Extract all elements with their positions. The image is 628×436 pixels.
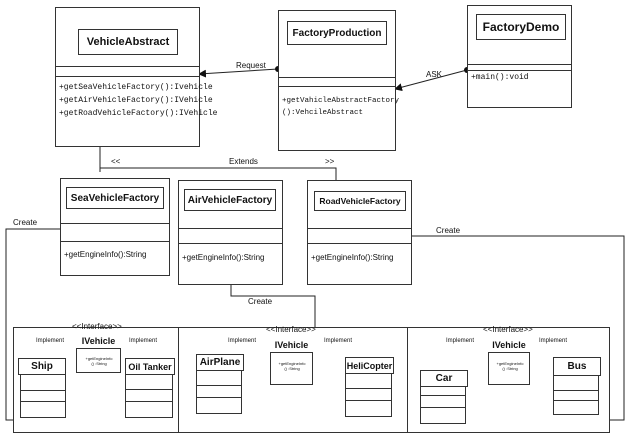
- vehicle-abstract-method-2: +getAirVehicleFactory():IVehicle: [59, 96, 213, 105]
- ivehicle-title-2: IVehicle: [270, 337, 313, 352]
- ivehicle-interface-3[interactable]: IVehicle +getEngineInfo () :String: [488, 337, 530, 385]
- air-vehicle-factory-title: AirVehicleFactory: [184, 189, 276, 211]
- implement-label-1a: Implement: [36, 338, 65, 344]
- ivehicle-method-1: +getEngineInfo () :String: [85, 356, 113, 366]
- oil-tanker-title: Oil Tanker: [125, 358, 175, 375]
- implement-label-3a: Implement: [446, 338, 475, 344]
- ivehicle-method-2: +getEngineInfo () :String: [278, 361, 306, 371]
- request-connector: [198, 68, 279, 78]
- vehicle-abstract-title: VehicleAbstract: [78, 29, 178, 55]
- implement-label-1b: Implement: [129, 338, 158, 344]
- car-class[interactable]: Car: [420, 370, 468, 424]
- helicopter-title: HeliCopter: [345, 357, 394, 374]
- sea-vehicle-factory-class[interactable]: SeaVehicleFactory +getEngineInfo():Strin…: [60, 178, 170, 276]
- implement-label-2b: Implement: [324, 338, 353, 344]
- create-left-label: Create: [13, 218, 38, 227]
- vehicle-abstract-method-3: +getRoadVehicleFactory():IVehicle: [59, 109, 218, 118]
- interface-stereotype-2: <<Interface>>: [266, 325, 316, 334]
- vehicle-abstract-method-1: +getSeaVehicleFactory():Ivehicle: [59, 83, 213, 92]
- implement-label-2a: Implement: [228, 338, 257, 344]
- bus-title: Bus: [553, 357, 601, 376]
- ship-class[interactable]: Ship: [18, 358, 66, 418]
- ask-label: ASK: [426, 70, 443, 79]
- extends-connector: [99, 146, 337, 180]
- interface-stereotype-1: <<Interface>>: [72, 322, 122, 331]
- road-vehicle-factory-class[interactable]: RoadVehicleFactory +getEngineInfo():Stri…: [307, 180, 412, 285]
- implement-label-3b: Implement: [539, 338, 568, 344]
- interface-stereotype-3: <<Interface>>: [483, 325, 533, 334]
- vehicle-abstract-class[interactable]: VehicleAbstract +getSeaVehicleFactory():…: [55, 7, 217, 147]
- airplane-title: AirPlane: [196, 354, 244, 371]
- factory-demo-method-1: +main():void: [471, 73, 529, 82]
- create-right-label: Create: [436, 226, 461, 235]
- oil-tanker-class[interactable]: Oil Tanker: [125, 358, 175, 418]
- bus-class[interactable]: Bus: [553, 357, 601, 415]
- ivehicle-interface-1[interactable]: IVehicle +getEngineInfo () :String: [76, 333, 121, 373]
- air-vehicle-factory-method: +getEngineInfo():String: [182, 253, 265, 262]
- factory-production-class[interactable]: FactoryProduction +getVahicleAbstractFac…: [278, 10, 400, 151]
- ask-connector: [394, 69, 468, 92]
- ship-title: Ship: [18, 358, 66, 375]
- create-left-connector: [5, 228, 60, 421]
- ivehicle-title-1: IVehicle: [76, 333, 121, 348]
- create-middle-connector: [230, 284, 316, 330]
- request-label: Request: [236, 61, 266, 70]
- air-vehicle-factory-class[interactable]: AirVehicleFactory +getEngineInfo():Strin…: [178, 180, 283, 285]
- extends-left-marker: <<: [111, 157, 121, 166]
- road-vehicle-factory-title: RoadVehicleFactory: [314, 191, 406, 211]
- ivehicle-method-3: +getEngineInfo () :String: [496, 361, 524, 371]
- create-right-connector: [412, 235, 625, 421]
- create-middle-label: Create: [248, 297, 273, 306]
- ivehicle-title-3: IVehicle: [488, 337, 530, 352]
- factory-demo-title: FactoryDemo: [476, 14, 566, 40]
- factory-production-title: FactoryProduction: [287, 21, 387, 45]
- factory-production-method-1: +getVahicleAbstractFactory: [282, 97, 400, 105]
- sea-vehicle-factory-method: +getEngineInfo():String: [64, 250, 147, 259]
- car-title: Car: [420, 370, 468, 387]
- sea-vehicle-factory-title: SeaVehicleFactory: [66, 187, 164, 209]
- helicopter-class[interactable]: HeliCopter: [345, 357, 394, 417]
- ivehicle-interface-2[interactable]: IVehicle +getEngineInfo () :String: [270, 337, 313, 385]
- airplane-class[interactable]: AirPlane: [196, 354, 244, 414]
- road-vehicle-factory-method: +getEngineInfo():String: [311, 253, 394, 262]
- factory-demo-class[interactable]: FactoryDemo +main():void: [467, 5, 572, 108]
- extends-label: Extends: [229, 157, 258, 166]
- extends-right-marker: >>: [325, 157, 335, 166]
- factory-production-method-2: ():VehcileAbstract: [282, 109, 364, 117]
